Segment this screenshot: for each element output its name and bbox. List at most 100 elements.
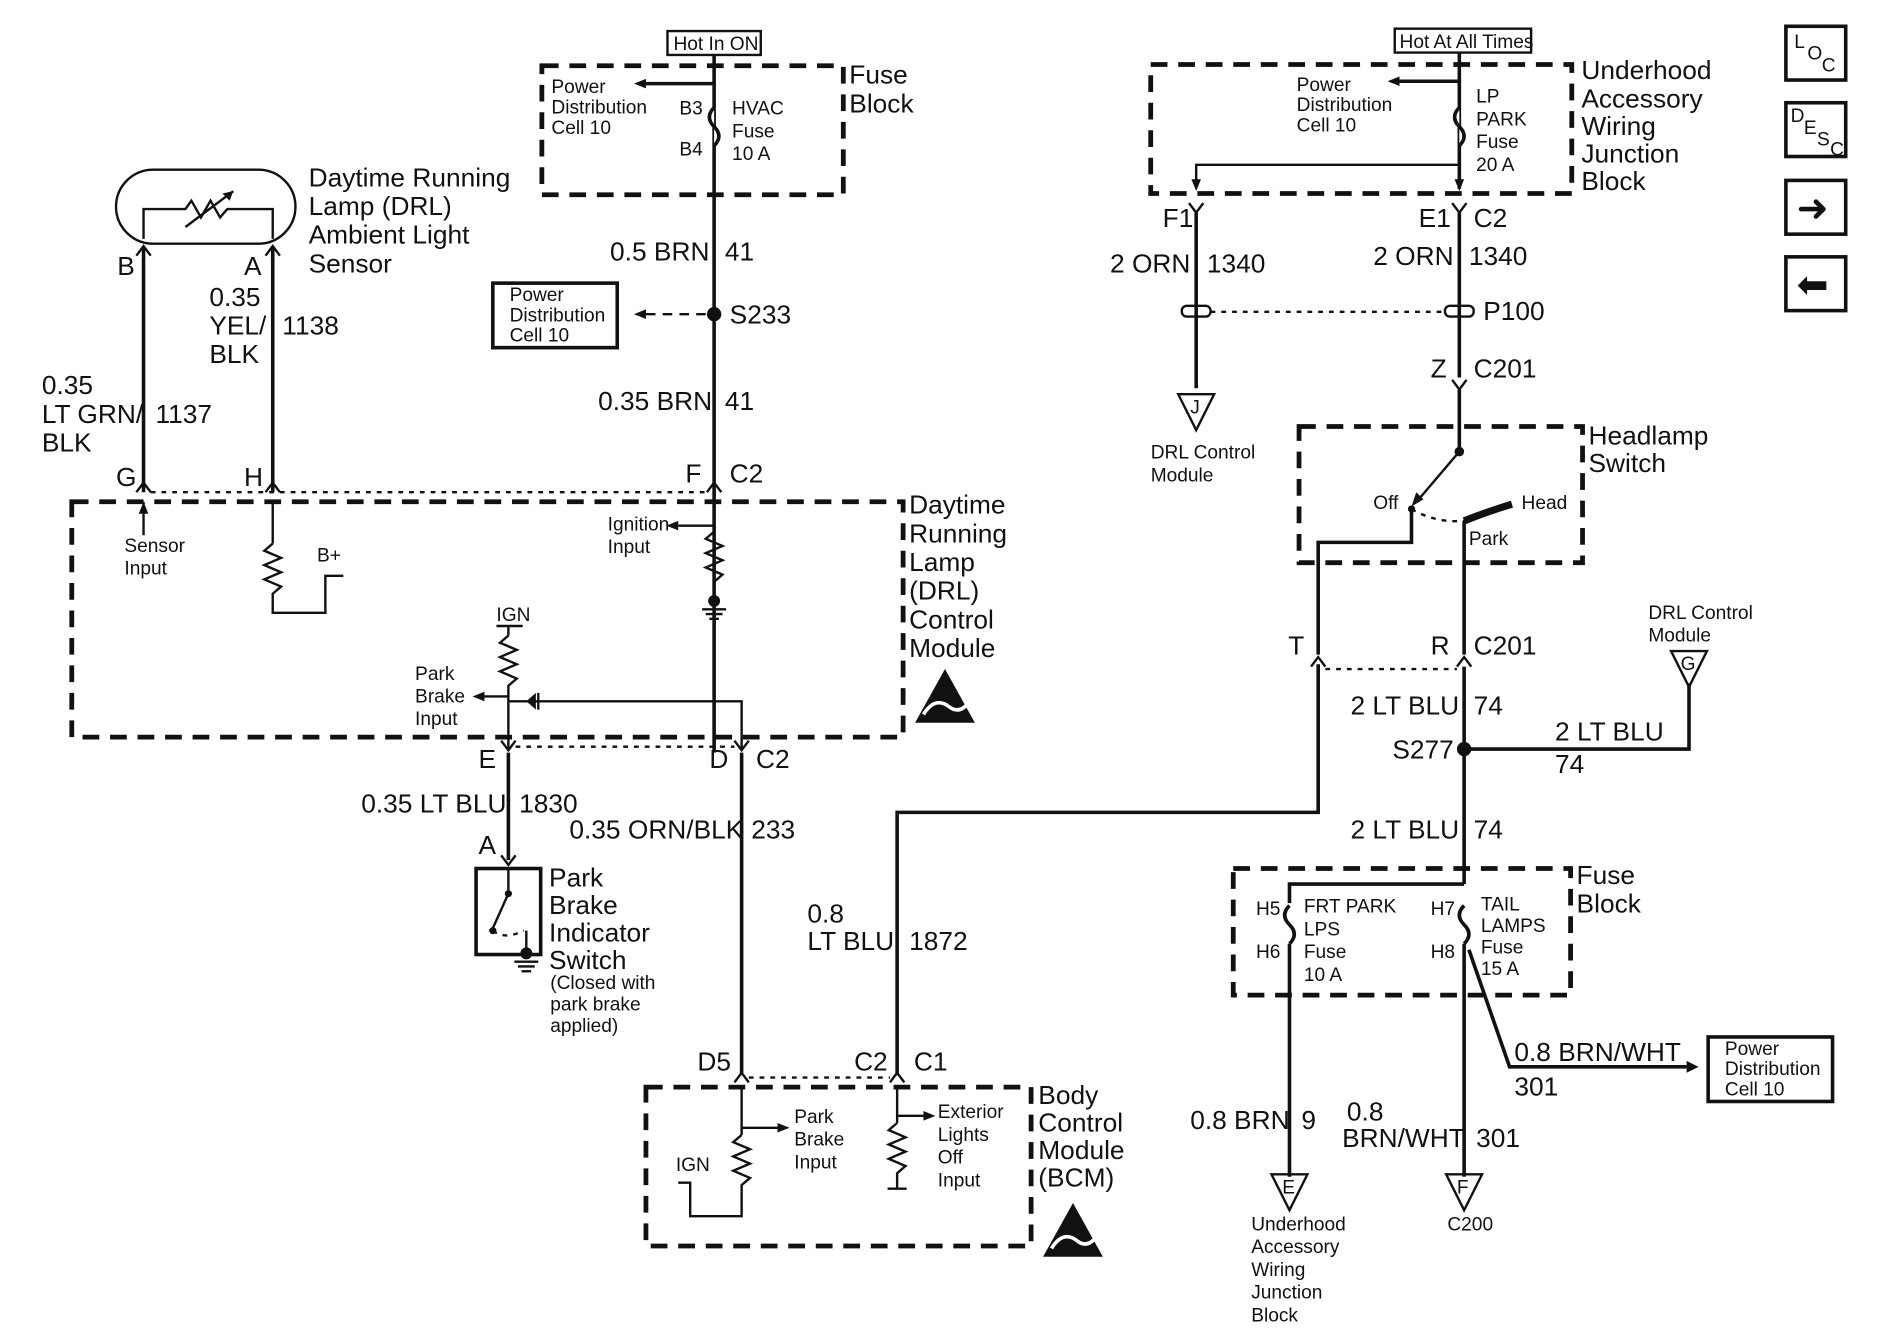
svg-text:0.35: 0.35: [42, 370, 93, 400]
bcm-label: Body Control Module (BCM): [1038, 1080, 1124, 1192]
svg-text:301: 301: [1514, 1072, 1558, 1102]
svg-text:0.8: 0.8: [807, 898, 844, 928]
ambient-light-sensor: [114, 168, 297, 245]
svg-text:41: 41: [725, 236, 754, 266]
c201-label-a: C201: [1474, 354, 1537, 384]
svg-text:FRT PARK: FRT PARK: [1304, 897, 1397, 918]
pin-f: F: [685, 459, 701, 489]
b4-label: B4: [679, 139, 703, 160]
location-button[interactable]: L O C: [1784, 24, 1848, 82]
svg-text:(BCM): (BCM): [1038, 1162, 1114, 1192]
svg-text:Power: Power: [1297, 75, 1352, 96]
frt-park-fuse-symbol: [1282, 904, 1297, 946]
headlamp-switch-label: Headlamp Switch: [1589, 420, 1709, 477]
underhood-block-label: Underhood Accessory Wiring Junction Bloc…: [1581, 55, 1711, 196]
pin-e: E: [478, 744, 496, 774]
svg-text:Distribution: Distribution: [510, 305, 606, 326]
svg-text:1340: 1340: [1207, 248, 1266, 278]
svg-text:Module: Module: [1038, 1135, 1124, 1165]
svg-text:C: C: [1822, 56, 1836, 77]
svg-text:Input: Input: [608, 537, 651, 558]
f1-label: F1: [1163, 203, 1194, 233]
svg-text:Indicator: Indicator: [549, 917, 650, 947]
svg-text:Cell 10: Cell 10: [1297, 115, 1357, 136]
svg-text:Hot In ON: Hot In ON: [673, 34, 758, 55]
svg-text:15 A: 15 A: [1481, 959, 1520, 980]
svg-text:BRN/WHT: BRN/WHT: [1342, 1123, 1465, 1153]
svg-text:0.8 BRN/WHT: 0.8 BRN/WHT: [1514, 1037, 1681, 1067]
pin-h: H: [244, 462, 263, 492]
svg-text:Fuse: Fuse: [1304, 942, 1347, 963]
svg-text:2 LT BLU: 2 LT BLU: [1350, 815, 1459, 845]
svg-text:2 LT BLU: 2 LT BLU: [1555, 717, 1664, 747]
ground-symbol-2: [514, 947, 539, 973]
svg-text:0.35 BRN: 0.35 BRN: [598, 386, 712, 416]
svg-text:Sensor: Sensor: [309, 248, 393, 278]
svg-text:Power: Power: [551, 77, 606, 98]
svg-text:74: 74: [1555, 749, 1584, 779]
connector-f-triangle: [1444, 1173, 1485, 1213]
headlamp-switch-outline: [1296, 424, 1585, 566]
h5-label: H5: [1256, 899, 1280, 920]
svg-text:Module: Module: [1648, 626, 1711, 647]
h6-label: H6: [1256, 942, 1280, 963]
svg-text:YEL/: YEL/: [209, 311, 267, 341]
pin-g: G: [116, 462, 136, 492]
svg-text:Input: Input: [938, 1170, 981, 1191]
svg-text:S: S: [1817, 130, 1830, 151]
svg-text:Module: Module: [1151, 465, 1214, 486]
svg-text:Park: Park: [549, 862, 604, 892]
previous-page-button[interactable]: ⬅: [1784, 255, 1848, 313]
svg-text:Input: Input: [124, 559, 167, 580]
fuse-block-1-label: Fuse Block: [849, 60, 914, 119]
s277-label: S277: [1392, 735, 1453, 765]
power-distribution-box-1: [491, 281, 620, 350]
lp-park-fuse-symbol: [1452, 106, 1466, 148]
svg-text:DRL Control: DRL Control: [1151, 443, 1256, 464]
svg-text:Brake: Brake: [794, 1130, 844, 1151]
svg-text:74: 74: [1474, 690, 1503, 720]
svg-text:Junction: Junction: [1581, 138, 1679, 168]
p100-label: P100: [1483, 296, 1544, 326]
svg-text:2 ORN: 2 ORN: [1373, 241, 1453, 271]
drl-control-module-outline: [69, 499, 906, 740]
svg-text:0.8 BRN: 0.8 BRN: [1190, 1105, 1289, 1135]
svg-text:Power: Power: [510, 285, 565, 306]
svg-text:LT BLU: LT BLU: [807, 926, 894, 956]
power-distribution-box-1-label: Power Distribution Cell 10: [510, 285, 606, 347]
svg-text:Block: Block: [849, 88, 914, 118]
svg-text:TAIL: TAIL: [1481, 894, 1520, 915]
svg-text:Wiring: Wiring: [1251, 1260, 1305, 1281]
svg-text:Park: Park: [794, 1107, 834, 1128]
svg-text:Underhood: Underhood: [1251, 1215, 1346, 1236]
svg-text:Distribution: Distribution: [1297, 95, 1393, 116]
svg-text:0.35 ORN/BLK: 0.35 ORN/BLK: [569, 815, 743, 845]
svg-text:Park: Park: [415, 664, 455, 685]
svg-text:Block: Block: [1581, 166, 1646, 196]
svg-text:Ignition: Ignition: [608, 514, 670, 535]
svg-text:0.35 LT BLU: 0.35 LT BLU: [361, 788, 506, 818]
frt-park-fuse-label: FRT PARK LPS Fuse 10 A: [1304, 897, 1397, 986]
pin-a: A: [244, 251, 262, 281]
svg-text:(Closed with: (Closed with: [550, 973, 655, 994]
drl-control-module-label: Daytime Running Lamp (DRL) Control Modul…: [909, 490, 1007, 663]
power-distribution-label-2: Power Distribution Cell 10: [1297, 75, 1393, 137]
park-brake-pullup-resistor: [496, 634, 520, 750]
park-brake-input-label-1: Park Brake Input: [415, 664, 465, 730]
c201-label-b: C201: [1474, 631, 1537, 661]
pin-t: T: [1288, 631, 1304, 661]
hvac-fuse-label: HVAC Fuse 10 A: [732, 99, 784, 165]
svg-text:Daytime: Daytime: [909, 490, 1005, 520]
svg-text:L: L: [1794, 32, 1805, 53]
hot-at-all-times-tag: Hot At All Times: [1393, 27, 1533, 54]
next-page-button[interactable]: ➜: [1784, 178, 1848, 236]
wire-301-label-b: 0.8 BRN/WHT 301: [1342, 1097, 1520, 1153]
h7-label: H7: [1431, 899, 1455, 920]
e1-label: E1: [1419, 203, 1451, 233]
svg-text:Brake: Brake: [415, 686, 465, 707]
drl-sensor-label: Daytime Running Lamp (DRL) Ambient Light…: [309, 162, 511, 278]
svg-text:Control: Control: [1038, 1107, 1123, 1137]
description-button[interactable]: D E S C: [1784, 100, 1848, 161]
pin-z: Z: [1431, 354, 1447, 384]
svg-text:Accessory: Accessory: [1251, 1237, 1340, 1258]
